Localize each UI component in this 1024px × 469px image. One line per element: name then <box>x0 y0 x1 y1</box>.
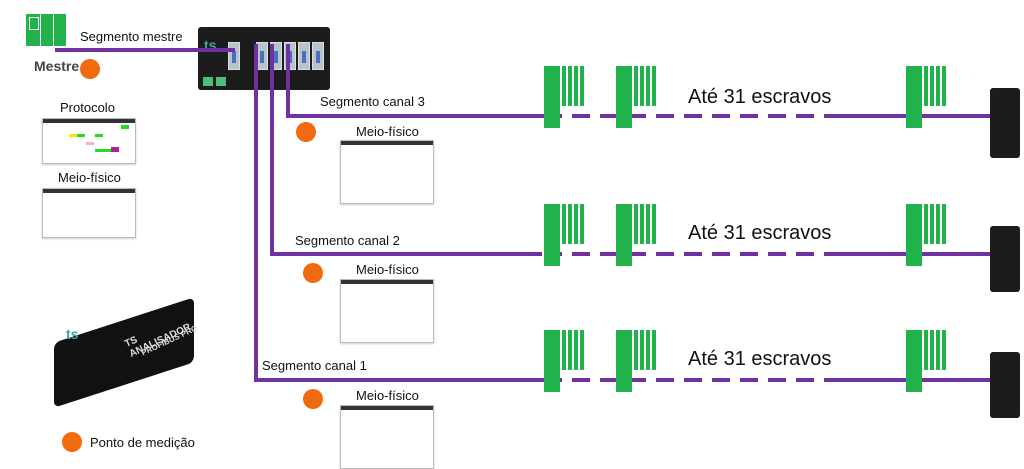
channel-3-bus-solid <box>286 114 544 118</box>
slave-device-channel-3-2 <box>616 66 660 128</box>
channel-3-bus-dashed <box>544 114 844 118</box>
measurement-point-legend-label: Ponto de medição <box>90 435 195 450</box>
terminator-channel-1 <box>990 352 1020 418</box>
ts-logo-icon: ts <box>66 326 79 342</box>
terminator-channel-3 <box>990 88 1020 158</box>
channel-2-segment-label: Segmento canal 2 <box>295 233 400 248</box>
channel-1-physical-label: Meio-físico <box>356 388 419 403</box>
slave-device-channel-1-3 <box>906 330 950 392</box>
master-plc-icon <box>26 14 66 46</box>
legend-physical-thumbnail <box>42 188 136 238</box>
channel-2-physical-thumbnail <box>340 279 434 343</box>
slave-device-channel-3-1 <box>544 66 588 128</box>
slave-device-channel-1-1 <box>544 330 588 392</box>
slave-device-channel-2-1 <box>544 204 588 266</box>
measurement-point-channel-1 <box>303 389 323 409</box>
ts-analyzer-device: TS ANALISADOR PROFIBUS PRO ts <box>44 297 204 408</box>
channel-3-physical-label: Meio-físico <box>356 124 419 139</box>
slave-device-channel-1-2 <box>616 330 660 392</box>
slave-device-channel-2-2 <box>616 204 660 266</box>
measurement-point-channel-3 <box>296 122 316 142</box>
channel-1-drop <box>254 44 258 380</box>
master-label: Mestre <box>34 58 80 74</box>
channel-1-bus-dashed <box>544 378 844 382</box>
channel-3-physical-thumbnail <box>340 140 434 204</box>
channel-3-drop <box>286 44 290 118</box>
channel-1-slaves-label: Até 31 escravos <box>688 348 832 370</box>
protocol-label: Protocolo <box>60 100 115 115</box>
slave-device-channel-2-3 <box>906 204 950 266</box>
slave-device-channel-3-3 <box>906 66 950 128</box>
master-segment-label: Segmento mestre <box>80 29 183 44</box>
channel-2-drop <box>270 44 274 256</box>
channel-2-slaves-label: Até 31 escravos <box>688 222 832 244</box>
measurement-point-legend-icon <box>62 432 82 452</box>
repeater-device: ts <box>198 27 330 90</box>
terminator-channel-2 <box>990 226 1020 292</box>
channel-3-slaves-label: Até 31 escravos <box>688 86 832 108</box>
protocol-thumbnail <box>42 118 136 164</box>
measurement-point-master <box>80 59 100 79</box>
channel-3-segment-label: Segmento canal 3 <box>320 94 425 109</box>
channel-2-physical-label: Meio-físico <box>356 262 419 277</box>
legend-physical-label: Meio-físico <box>58 170 121 185</box>
channel-1-segment-label: Segmento canal 1 <box>262 358 367 373</box>
channel-2-bus-dashed <box>544 252 844 256</box>
channel-1-physical-thumbnail <box>340 405 434 469</box>
channel-2-bus-solid <box>270 252 542 256</box>
master-bus-line <box>55 48 235 52</box>
measurement-point-channel-2 <box>303 263 323 283</box>
channel-1-bus-solid <box>254 378 544 382</box>
